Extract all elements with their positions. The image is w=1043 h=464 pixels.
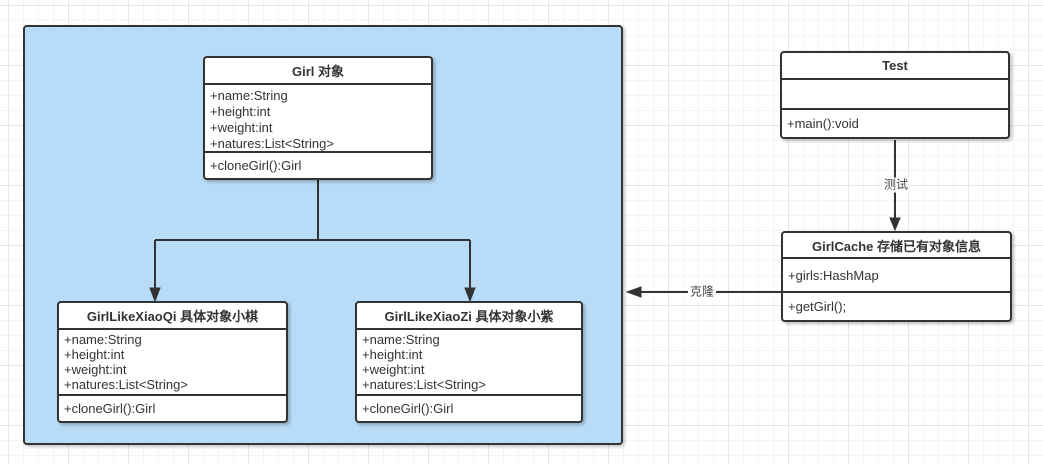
class-girl-title: Girl 对象 bbox=[205, 58, 431, 85]
method: +main():void bbox=[787, 116, 859, 131]
arrowhead-down-xiaozi bbox=[464, 287, 476, 303]
edge-label-clone[interactable]: 克隆 bbox=[687, 284, 717, 300]
attribute: +name:String bbox=[210, 88, 288, 103]
method: +cloneGirl():Girl bbox=[362, 401, 454, 416]
class-test[interactable]: Test +main():void bbox=[780, 51, 1010, 139]
class-test-title: Test bbox=[782, 53, 1008, 80]
class-girllikexiaoqi[interactable]: GirlLikeXiaoQi 具体对象小棋 +name:String +heig… bbox=[57, 301, 288, 423]
class-girlcache[interactable]: GirlCache 存储已有对象信息 +girls:HashMap +getGi… bbox=[781, 231, 1012, 322]
attribute: +natures:List<String> bbox=[210, 136, 334, 151]
class-girlcache-attributes: +girls:HashMap bbox=[783, 259, 1010, 293]
attribute: +height:int bbox=[210, 104, 271, 119]
attribute: +weight:int bbox=[362, 362, 425, 377]
class-girllikexiaozi-title: GirlLikeXiaoZi 具体对象小紫 bbox=[357, 303, 581, 330]
method: +cloneGirl():Girl bbox=[210, 158, 302, 173]
arrowhead-left-boundary bbox=[625, 286, 642, 298]
method: +cloneGirl():Girl bbox=[64, 401, 156, 416]
class-girllikexiaozi[interactable]: GirlLikeXiaoZi 具体对象小紫 +name:String +heig… bbox=[355, 301, 583, 423]
inheritance-connector[interactable] bbox=[154, 180, 471, 289]
class-girllikexiaoqi-attributes: +name:String +height:int +weight:int +na… bbox=[59, 330, 286, 396]
method: +getGirl(); bbox=[788, 299, 847, 314]
attribute: +natures:List<String> bbox=[362, 377, 486, 392]
attribute: +name:String bbox=[64, 332, 142, 347]
attribute: +natures:List<String> bbox=[64, 377, 188, 392]
attribute: +height:int bbox=[362, 347, 423, 362]
attribute: +height:int bbox=[64, 347, 125, 362]
class-girllikexiaoqi-title: GirlLikeXiaoQi 具体对象小棋 bbox=[59, 303, 286, 330]
edge-label-test[interactable]: 测试 bbox=[881, 177, 911, 193]
attribute: +weight:int bbox=[210, 120, 273, 135]
arrowhead-down-xiaoqi bbox=[149, 287, 161, 303]
class-test-attributes bbox=[782, 80, 1008, 110]
attribute: +weight:int bbox=[64, 362, 127, 377]
class-girllikexiaozi-attributes: +name:String +height:int +weight:int +na… bbox=[357, 330, 581, 396]
attribute: +girls:HashMap bbox=[788, 267, 879, 283]
arrowhead-down-girlcache bbox=[889, 217, 901, 232]
class-girl-attributes: +name:String +height:int +weight:int +na… bbox=[205, 85, 431, 153]
attribute: +name:String bbox=[362, 332, 440, 347]
class-girlcache-title: GirlCache 存储已有对象信息 bbox=[783, 233, 1010, 259]
class-girl[interactable]: Girl 对象 +name:String +height:int +weight… bbox=[203, 56, 433, 180]
